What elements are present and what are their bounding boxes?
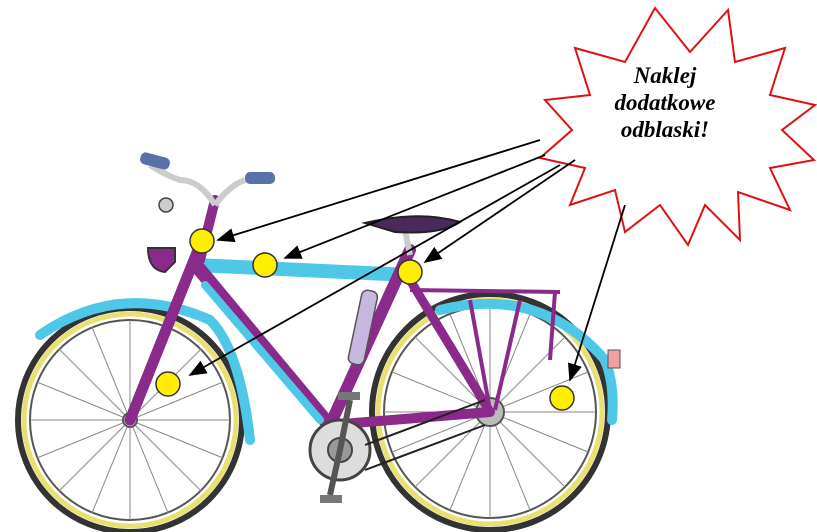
reflector-rear-wheel-dot <box>550 386 574 410</box>
callout-text: Naklej dodatkowe odblaski! <box>590 62 740 143</box>
callout-line-3: odblaski! <box>590 116 740 143</box>
headlamp <box>148 248 175 272</box>
reflector-fork-dot <box>156 372 180 396</box>
callout-line-2: dodatkowe <box>590 89 740 116</box>
reflector-handlebar-dot <box>190 229 214 253</box>
handlebars <box>139 151 275 212</box>
callout-line-1: Naklej <box>590 62 740 89</box>
rear-light <box>608 350 620 368</box>
reflector-seat-tube-dot <box>398 260 422 284</box>
reflector-top-tube-dot <box>253 253 277 277</box>
